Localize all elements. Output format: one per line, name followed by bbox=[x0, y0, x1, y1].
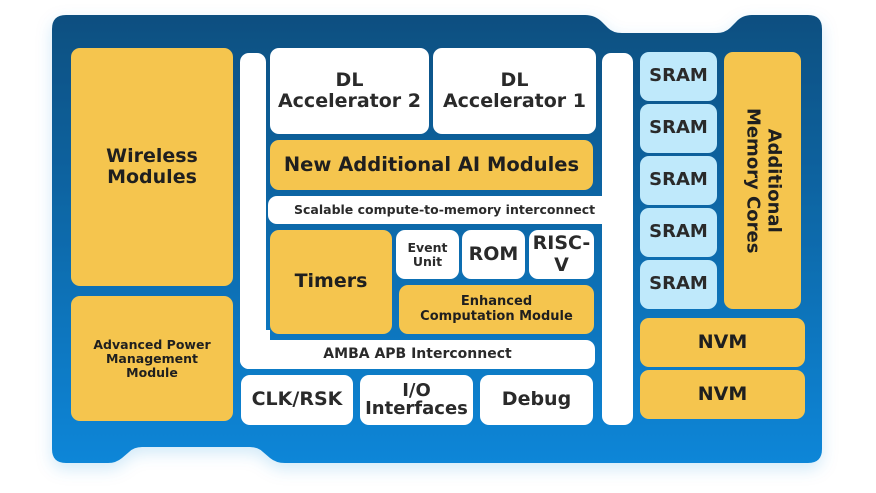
rom-block: ROM bbox=[462, 230, 525, 279]
dl-accelerator-2: DL Accelerator 2 bbox=[270, 48, 429, 134]
sram-block: SRAM bbox=[640, 156, 717, 205]
sram-block: SRAM bbox=[640, 52, 717, 101]
right-bus-bar bbox=[602, 53, 633, 425]
risc-v-block: RISC-V bbox=[529, 230, 594, 279]
nvm-block: NVM bbox=[640, 318, 805, 367]
sram-block: SRAM bbox=[640, 104, 717, 153]
wireless-modules-block: Wireless Modules bbox=[71, 48, 233, 286]
sram-block: SRAM bbox=[640, 260, 717, 309]
timers-block: Timers bbox=[270, 230, 392, 334]
scalable-interconnect: Scalable compute-to-memory interconnect bbox=[268, 196, 618, 224]
sram-block: SRAM bbox=[640, 208, 717, 257]
debug-block: Debug bbox=[480, 375, 593, 425]
left-bus-bar bbox=[240, 53, 266, 369]
nvm-block: NVM bbox=[640, 370, 805, 419]
io-interfaces-block: I/O Interfaces bbox=[360, 375, 473, 425]
clk-rsk-block: CLK/RSK bbox=[241, 375, 353, 425]
additional-memory-cores-label: Additional Memory Cores bbox=[742, 107, 785, 254]
event-unit-block: Event Unit bbox=[396, 230, 459, 279]
dl-accelerator-1: DL Accelerator 1 bbox=[433, 48, 596, 134]
amba-apb-interconnect: AMBA APB Interconnect bbox=[240, 340, 595, 369]
additional-memory-cores-block: Additional Memory Cores bbox=[724, 52, 801, 309]
enhanced-computation-module: Enhanced Computation Module bbox=[399, 285, 594, 334]
power-management-block: Advanced Power Management Module bbox=[71, 296, 233, 421]
bus-junction bbox=[240, 330, 270, 360]
new-ai-modules-block: New Additional AI Modules bbox=[270, 140, 593, 190]
